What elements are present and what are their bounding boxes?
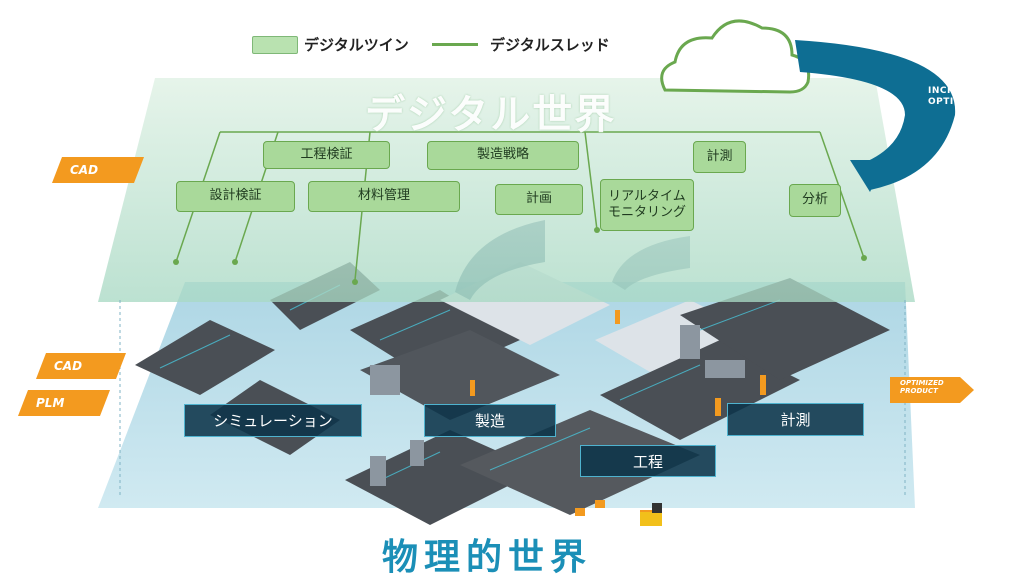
physical-world-title: 物理的世界 bbox=[382, 537, 593, 578]
legend-twin-label: デジタルツイン bbox=[304, 36, 409, 54]
forklift-icon bbox=[640, 503, 662, 526]
box-manufacturing-strategy: 製造戦略 bbox=[427, 141, 579, 170]
tag-optimized-product: OPTIMIZED PRODUCT bbox=[900, 379, 944, 396]
tag-plm: PLM bbox=[36, 396, 65, 410]
box-planning: 計画 bbox=[495, 184, 583, 215]
legend-thread-swatch bbox=[432, 43, 478, 46]
label-simulation: シミュレーション bbox=[184, 404, 362, 437]
tag-optimized-product-shape bbox=[890, 377, 974, 403]
box-realtime-monitoring-text: リアルタイム モニタリング bbox=[607, 188, 686, 220]
tag-cad-top: CAD bbox=[70, 163, 99, 177]
box-analysis: 分析 bbox=[789, 184, 841, 217]
tag-cad-mid: CAD bbox=[54, 359, 83, 373]
cloud-icon bbox=[660, 19, 811, 94]
label-process: 工程 bbox=[580, 445, 716, 477]
tag-cad-mid-shape bbox=[36, 353, 126, 379]
box-design-verification: 設計検証 bbox=[176, 181, 295, 212]
box-process-verification: 工程検証 bbox=[263, 141, 390, 169]
incremental-optimization-label: INCREMENTAL OPTIMIZATION bbox=[928, 86, 1008, 107]
label-measurement: 計測 bbox=[727, 403, 864, 436]
digital-world-title: デジタル世界 bbox=[365, 92, 617, 138]
label-manufacturing: 製造 bbox=[424, 404, 556, 437]
box-realtime-monitoring: リアルタイム モニタリング bbox=[600, 179, 694, 231]
tag-plm-shape bbox=[18, 390, 110, 416]
legend-thread-label: デジタルスレッド bbox=[490, 36, 610, 54]
optimization-arc bbox=[795, 40, 956, 190]
box-materials-management: 材料管理 bbox=[308, 181, 460, 212]
tag-cad-top-shape bbox=[52, 157, 144, 183]
legend-twin-swatch bbox=[252, 36, 298, 54]
box-measurement: 計測 bbox=[693, 141, 746, 173]
